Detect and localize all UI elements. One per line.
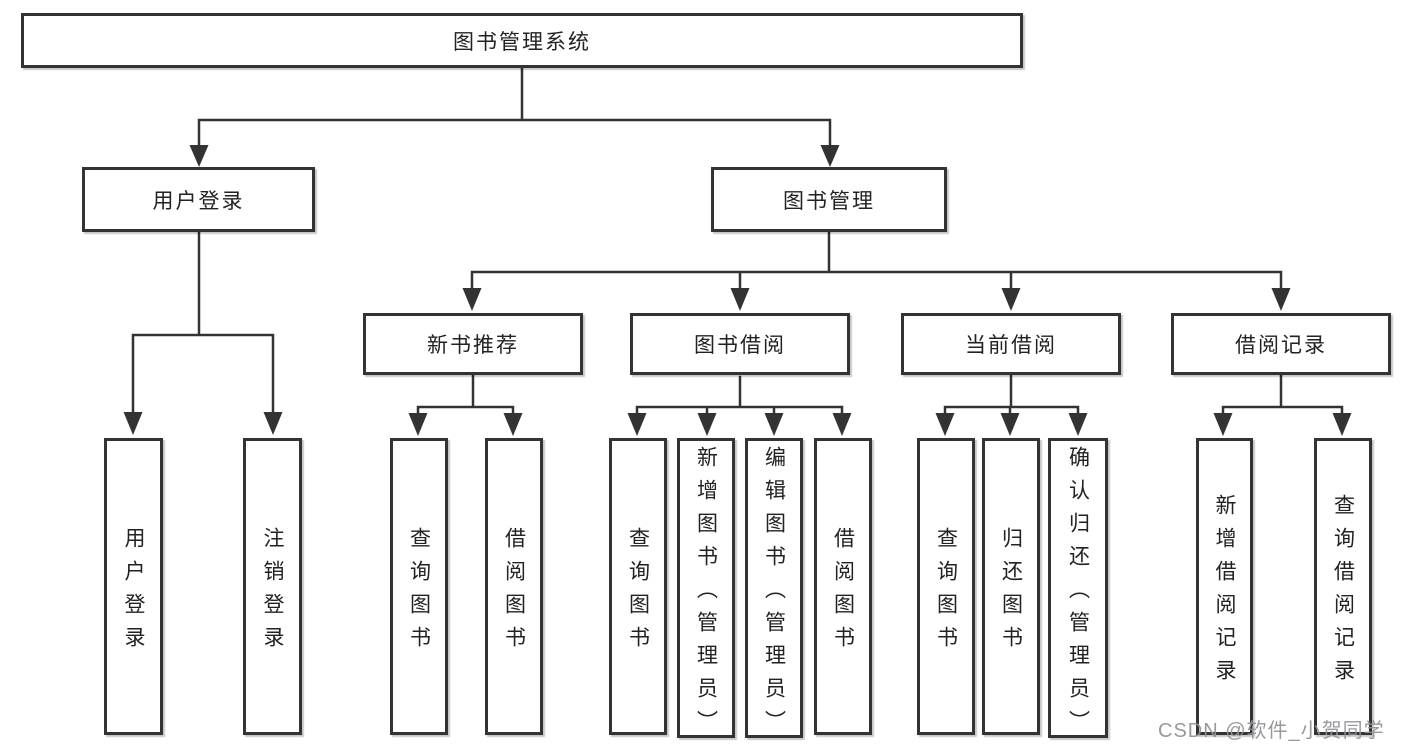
leaf-borrow-edit-books-admin: 编辑图书（管理员）: [745, 438, 803, 743]
leaf-borrow-add-books-admin-label: 新增图书（管理员）: [694, 445, 718, 743]
leaf-borrow-edit-books-admin-label: 编辑图书（管理员）: [762, 445, 786, 743]
node-root: 图书管理系统: [21, 13, 1023, 68]
node-book-management-label: 图书管理: [783, 189, 875, 213]
leaf-logout: 注销登录: [243, 438, 302, 735]
csdn-watermark: CSDN @软件_小贺同学: [1158, 714, 1385, 743]
leaf-records-query-record-label: 查询借阅记录: [1331, 493, 1355, 692]
leaf-current-confirm-return-admin: 确认归还（管理员）: [1048, 438, 1108, 743]
node-book-management: 图书管理: [711, 167, 947, 232]
node-new-book-recommend: 新书推荐: [363, 313, 583, 375]
leaf-current-return-books: 归还图书: [982, 438, 1040, 735]
leaf-newrec-borrow-books: 借阅图书: [485, 438, 543, 735]
leaf-borrow-query-books: 查询图书: [609, 438, 667, 735]
leaf-user-login: 用户登录: [104, 438, 163, 735]
leaf-current-query-books: 查询图书: [917, 438, 975, 735]
node-user-login: 用户登录: [82, 167, 315, 232]
node-borrowing-records: 借阅记录: [1171, 313, 1391, 375]
node-borrowing-records-label: 借阅记录: [1235, 334, 1327, 357]
leaf-user-login-label: 用户登录: [122, 526, 145, 659]
csdn-watermark-text: CSDN @软件_小贺同学: [1158, 720, 1385, 742]
leaf-current-confirm-return-admin-label: 确认归还（管理员）: [1066, 445, 1090, 743]
node-current-borrowing-label: 当前借阅: [965, 334, 1057, 357]
node-book-borrowing-label: 图书借阅: [694, 334, 786, 357]
leaf-borrow-borrow-books-label: 借阅图书: [831, 526, 855, 659]
leaf-borrow-add-books-admin: 新增图书（管理员）: [677, 438, 735, 743]
node-new-book-recommend-label: 新书推荐: [427, 334, 519, 357]
leaf-newrec-query-books: 查询图书: [390, 438, 448, 735]
node-root-label: 图书管理系统: [453, 30, 591, 54]
node-current-borrowing: 当前借阅: [901, 313, 1121, 375]
leaf-newrec-query-books-label: 查询图书: [407, 526, 431, 659]
node-book-borrowing: 图书借阅: [630, 313, 850, 375]
leaf-current-query-books-label: 查询图书: [934, 526, 958, 659]
leaf-newrec-borrow-books-label: 借阅图书: [502, 526, 526, 659]
leaf-records-add-record: 新增借阅记录: [1196, 438, 1253, 735]
leaf-records-query-record: 查询借阅记录: [1314, 438, 1372, 735]
leaf-borrow-query-books-label: 查询图书: [626, 526, 650, 659]
leaf-borrow-borrow-books: 借阅图书: [814, 438, 872, 735]
leaf-current-return-books-label: 归还图书: [999, 526, 1023, 659]
leaf-logout-label: 注销登录: [261, 526, 284, 659]
node-user-login-label: 用户登录: [152, 189, 245, 213]
leaf-records-add-record-label: 新增借阅记录: [1213, 493, 1236, 692]
